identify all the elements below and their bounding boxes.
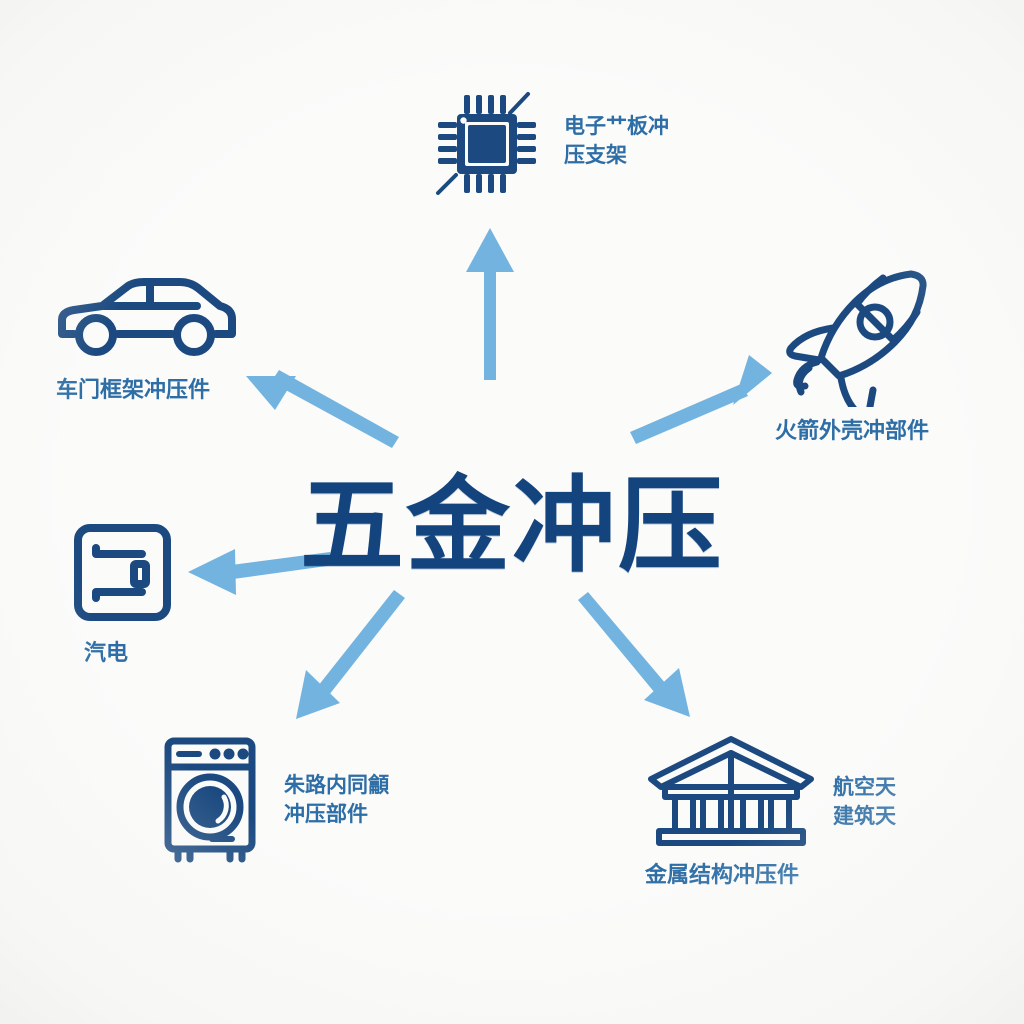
node-pcb[interactable]: 电子艹板冲 压支架 [432,86,732,201]
arrow-to-appliance [188,549,334,595]
arrow-to-washer [296,590,405,719]
node-washer-label: 朱路内同龥 冲压部件 [284,773,389,826]
rocket-icon [786,270,927,407]
car-icon [58,278,236,356]
node-rocket[interactable]: 火箭外壳冲部件 [775,262,1020,447]
node-rocket-caption: 火箭外壳冲部件 [775,419,930,444]
node-building[interactable]: 航空天 建筑天 金属结构冲压件 [645,735,975,891]
microchip-icon [436,92,536,195]
node-appliance-caption: 汽电 [84,641,129,666]
node-appliance[interactable]: 汽电 [70,520,280,669]
node-washer[interactable]: 朱路内同龥 冲压部件 [160,735,460,863]
arrow-to-pcb [466,228,514,380]
refrigerator-icon [74,524,171,621]
washing-machine-icon [164,737,256,863]
classical-building-icon [648,736,814,846]
arrow-to-rocket [630,355,772,444]
node-car[interactable]: 车门框架冲压件 [52,272,312,406]
node-pcb-label: 电子艹板冲 压支架 [564,114,669,167]
node-building-label: 航空天 建筑天 [833,775,896,828]
node-car-caption: 车门框架冲压件 [56,378,211,403]
center-title: 五金冲压 [299,464,725,587]
arrow-to-building [578,592,690,717]
node-building-caption: 金属结构冲压件 [645,863,800,888]
arrow-to-car [246,370,399,448]
